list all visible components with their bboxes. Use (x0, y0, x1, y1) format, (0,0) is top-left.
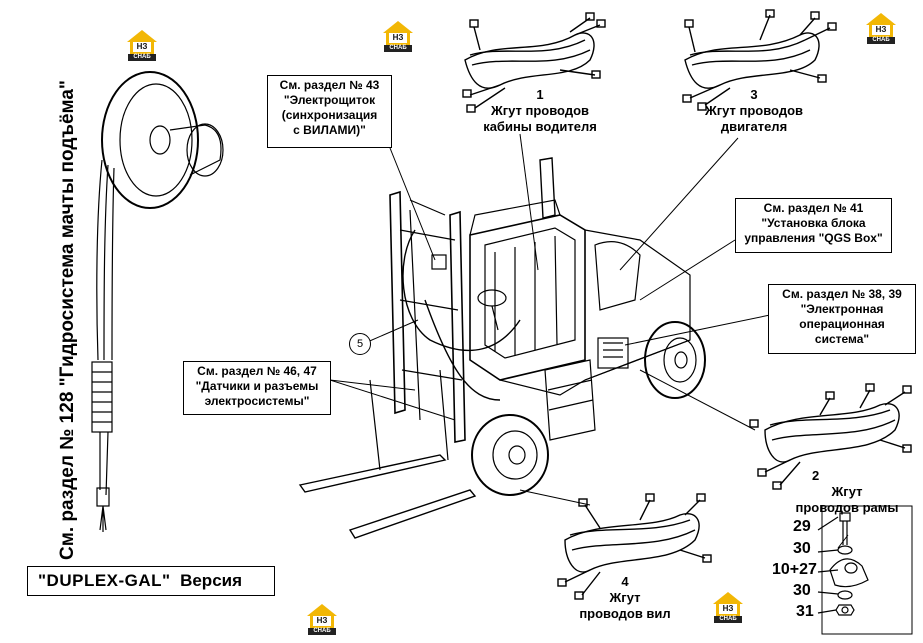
front-wheel (471, 414, 549, 496)
brand-logo: НЗ СНАБ (307, 604, 337, 635)
harness-4-drawing (557, 493, 712, 600)
hose-reel (91, 71, 224, 532)
section-43-box: См. раздел № 43 "Электрощиток (синхрониз… (267, 75, 392, 148)
harness-3-label: 3 Жгут проводов двигателя (704, 87, 804, 134)
brand-logo: НЗ СНАБ (866, 13, 896, 44)
version-name: "DUPLEX-GAL" (38, 571, 171, 590)
harness-1-label: 1 Жгут проводов кабины водителя (483, 87, 597, 134)
vertical-section-title: См. раздел № 128 "Гидросистема мачты под… (57, 80, 78, 560)
part-number: 30 (793, 582, 811, 599)
part-number: 30 (793, 540, 811, 557)
brand-logo: НЗ СНАБ (127, 30, 157, 61)
callout-5: 5 (349, 333, 371, 355)
part-number: 10+27 (772, 561, 817, 578)
rear-wheel (644, 321, 706, 399)
forklift-illustration (298, 157, 706, 539)
part-number: 31 (796, 603, 814, 620)
brand-logo: НЗ СНАБ (383, 21, 413, 52)
leader-lines (329, 133, 849, 549)
version-suffix: Версия (180, 571, 243, 590)
harness-1-drawing (462, 12, 606, 113)
version-label: "DUPLEX-GAL" Версия (27, 566, 275, 596)
section-38-39-box: См. раздел № 38, 39 "Электронная операци… (768, 284, 916, 354)
harness-2-drawing (749, 383, 912, 490)
harness-3-drawing (682, 9, 837, 111)
part-number: 29 (793, 518, 811, 535)
harness-4-label: 4 Жгут проводов вил (579, 574, 671, 621)
parts-detail-drawing (817, 505, 913, 635)
brand-logo: НЗ СНАБ (713, 592, 743, 623)
section-46-47-box: См. раздел № 46, 47 "Датчики и разъемы э… (183, 361, 331, 415)
section-41-box: См. раздел № 41 "Установка блока управле… (735, 198, 892, 253)
harness-2-label: 2 Жгут проводов рамы (795, 468, 899, 515)
